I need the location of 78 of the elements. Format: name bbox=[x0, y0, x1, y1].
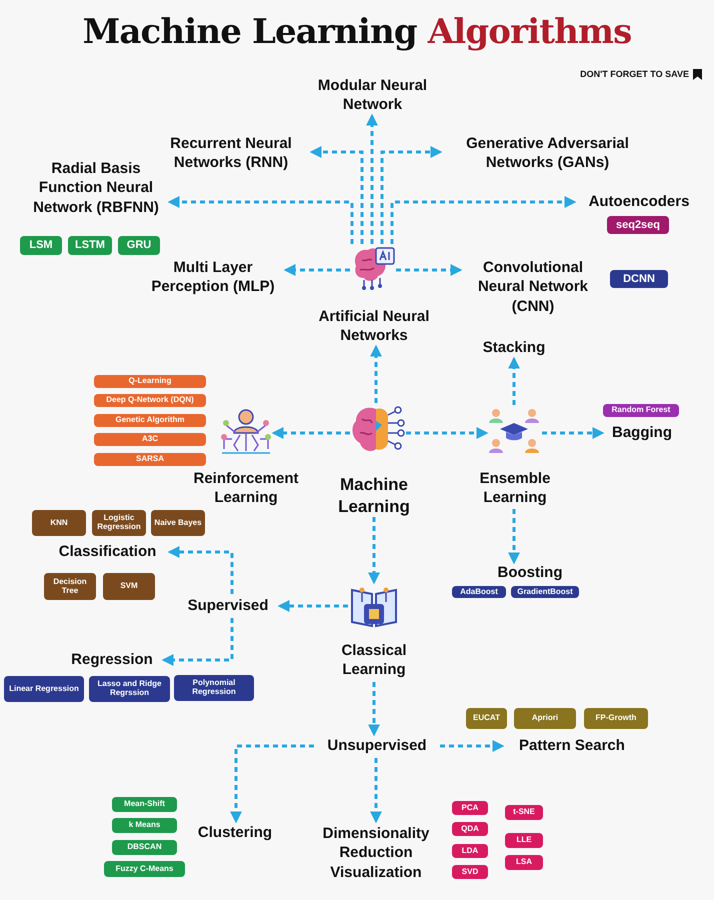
topic-label: Pattern Search bbox=[502, 734, 642, 758]
algorithm-tag: FP-Growth bbox=[584, 708, 648, 729]
dashed-arrow bbox=[440, 740, 504, 752]
algorithm-tag: Random Forest bbox=[603, 404, 679, 417]
dashed-arrow bbox=[278, 600, 348, 612]
topic-label: Modular Neural Network bbox=[290, 74, 455, 116]
topic-label: Multi Layer Perception (MLP) bbox=[140, 256, 286, 298]
algorithm-tag: A3C bbox=[94, 433, 206, 446]
algorithm-tag: k Means bbox=[112, 818, 177, 833]
algorithm-tag: SVM bbox=[103, 573, 155, 600]
algorithm-tag: SARSA bbox=[94, 453, 206, 466]
topic-label: Generative Adversarial Networks (GANs) bbox=[440, 132, 655, 174]
topic-label: Regression bbox=[60, 649, 164, 671]
algorithm-tag: Linear Regression bbox=[4, 676, 84, 702]
algorithm-tag: Lasso and Ridge Regrssion bbox=[89, 676, 170, 702]
algorithm-tag: Apriori bbox=[514, 708, 576, 729]
dashed-arrow bbox=[366, 114, 378, 244]
algorithm-tag: AdaBoost bbox=[452, 586, 506, 598]
algorithm-tag: seq2seq bbox=[607, 216, 669, 234]
algorithm-tag: DBSCAN bbox=[112, 840, 177, 855]
dashed-arrow bbox=[162, 618, 234, 666]
dashed-arrow bbox=[508, 356, 520, 405]
algorithm-tag: LSTM bbox=[68, 236, 112, 255]
algorithm-tag: Logistic Regression bbox=[92, 510, 146, 536]
algorithm-tag: Decision Tree bbox=[44, 573, 96, 600]
dashed-arrow bbox=[396, 264, 462, 276]
algorithm-tag: KNN bbox=[32, 510, 86, 536]
dashed-arrow bbox=[370, 344, 382, 403]
dashed-arrow bbox=[406, 427, 488, 439]
topic-label: Classical Learning bbox=[322, 638, 426, 682]
dashed-arrow bbox=[272, 427, 350, 439]
main-topic-label: Machine Learning bbox=[322, 475, 426, 517]
algorithm-tag: Naive Bayes bbox=[151, 510, 205, 536]
topic-label: Classification bbox=[45, 541, 170, 563]
dashed-arrow bbox=[310, 146, 364, 244]
topic-label: Convolutional Neural Network (CNN) bbox=[460, 256, 606, 318]
topic-label: Unsupervised bbox=[314, 734, 440, 758]
algorithm-tag: t-SNE bbox=[505, 805, 543, 820]
algorithm-tag: QDA bbox=[452, 822, 488, 836]
dashed-arrow bbox=[370, 758, 382, 824]
algorithm-tag: EUCAT bbox=[466, 708, 507, 729]
dashed-arrow bbox=[230, 744, 314, 824]
algorithm-tag: LLE bbox=[505, 833, 543, 848]
algorithm-tag: Mean-Shift bbox=[112, 797, 177, 812]
algorithm-tag: SVD bbox=[452, 865, 488, 879]
algorithm-tag: Fuzzy C-Means bbox=[104, 861, 185, 877]
topic-label: Artificial Neural Networks bbox=[296, 305, 452, 347]
dashed-arrow bbox=[368, 517, 380, 584]
algorithm-tag: Genetic Algorithm bbox=[94, 414, 206, 427]
title: Machine Learning Algorithms bbox=[82, 11, 632, 54]
topic-label: Bagging bbox=[602, 421, 682, 445]
topic-label: Autoencoders bbox=[574, 190, 704, 214]
topic-label: Dimensionality Reduction Visualization bbox=[300, 821, 452, 885]
dashed-arrow bbox=[542, 427, 604, 439]
dashed-arrow bbox=[284, 264, 350, 276]
topic-label: Boosting bbox=[497, 562, 563, 584]
algorithm-tag: DCNN bbox=[610, 270, 668, 288]
algorithm-tag: LDA bbox=[452, 844, 488, 858]
algorithm-tag: Polynomial Regression bbox=[174, 675, 254, 701]
algorithm-tag: PCA bbox=[452, 801, 488, 815]
dashed-arrow bbox=[508, 509, 520, 564]
dashed-arrow bbox=[168, 546, 234, 594]
topic-label: Stacking bbox=[468, 337, 560, 359]
dashed-arrow bbox=[390, 196, 576, 244]
topic-label: Reinforcement Learning bbox=[175, 467, 317, 509]
save-note: DON'T FORGET TO SAVE bbox=[580, 68, 689, 81]
algorithm-tag: Q-Learning bbox=[94, 375, 206, 388]
topic-label: Ensemble Learning bbox=[460, 467, 570, 509]
dashed-arrow bbox=[168, 196, 354, 244]
topic-label: Clustering bbox=[186, 821, 284, 845]
algorithm-tag: LSA bbox=[505, 855, 543, 870]
topic-label: Supervised bbox=[176, 594, 280, 618]
algorithm-tag: Deep Q-Network (DQN) bbox=[94, 394, 206, 407]
algorithm-tag: GRU bbox=[118, 236, 160, 255]
algorithm-tag: LSM bbox=[20, 236, 62, 255]
dashed-arrow bbox=[380, 146, 442, 244]
dashed-arrow bbox=[368, 682, 380, 736]
algorithm-tag: GradientBoost bbox=[511, 586, 579, 598]
